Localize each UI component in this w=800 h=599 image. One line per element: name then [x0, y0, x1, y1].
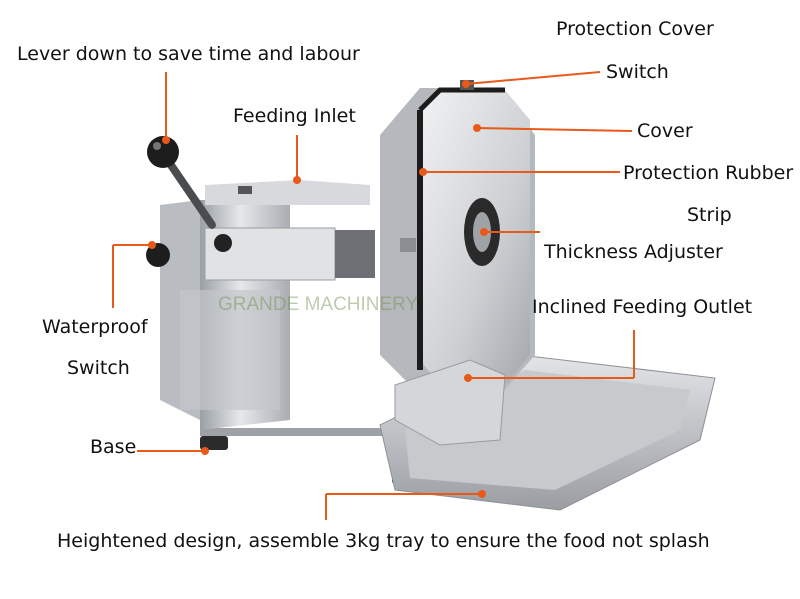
label-heightened-design: Heightened design, assemble 3kg tray to … [57, 530, 710, 552]
label-feeding-inlet: Feeding Inlet [233, 105, 356, 127]
leader-lines [112, 71, 635, 520]
watermark: GRANDE MACHINERY [218, 294, 419, 315]
label-lever: Lever down to save time and labour [17, 43, 360, 65]
leader-cover [476, 127, 633, 132]
label-thickness-adjuster: Thickness Adjuster [544, 241, 723, 263]
base-foot-left [200, 436, 228, 450]
label-waterproof-switch: Switch [67, 357, 130, 379]
waterproof-switch-knob [214, 234, 232, 252]
machine-body [160, 180, 375, 430]
label-switch: Switch [606, 61, 669, 83]
base-frame [200, 428, 414, 484]
protection-cover [380, 80, 535, 395]
inclined-outlet [394, 359, 506, 446]
label-inclined-outlet: Inclined Feeding Outlet [532, 296, 753, 318]
label-protection-cover: Protection Cover [556, 18, 714, 40]
leader-switch [465, 71, 601, 85]
lever [146, 136, 216, 267]
label-base: Base [90, 436, 137, 458]
label-cover: Cover [637, 120, 693, 142]
label-waterproof: Waterproof [42, 316, 148, 338]
label-strip: Strip [687, 204, 732, 226]
label-protection-rubber: Protection Rubber [623, 162, 794, 184]
